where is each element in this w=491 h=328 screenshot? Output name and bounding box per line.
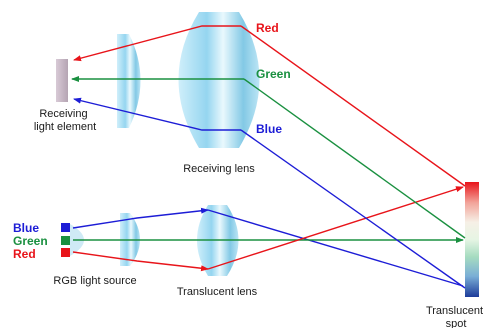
ray-red-out-2 [207,186,464,270]
ray-blue-out-2 [207,209,464,287]
ray-blue-return-2 [73,97,241,131]
receiving-lens [178,12,260,148]
source-label-red: Red [13,247,36,261]
translucent-spot [465,182,479,297]
translucent-lens-label: Translucent lens [177,286,258,298]
receiving-light-element [56,59,68,102]
receiving-small-lens [117,34,141,128]
source-label-green: Green [13,234,48,248]
ray-label-blue: Blue [256,122,282,136]
receiving-light-element-label: Receiving light element [34,108,96,133]
source-label-blue: Blue [13,221,39,235]
led-red [61,248,70,257]
rgb-light-source-label: RGB light source [53,275,136,287]
ray-blue-return [240,129,466,289]
ray-red-out [72,251,209,272]
ray-label-red: Red [256,21,279,35]
ray-label-green: Green [256,67,291,81]
receiving-lens-label: Receiving lens [183,163,255,175]
ray-blue-out [72,207,209,229]
led-blue [61,223,70,232]
led-green [61,236,70,245]
ray-red-return-2 [73,25,241,62]
ray-green-return [243,78,466,239]
ray-red-return [240,25,466,187]
translucent-spot-label: Translucent spot [426,305,486,328]
